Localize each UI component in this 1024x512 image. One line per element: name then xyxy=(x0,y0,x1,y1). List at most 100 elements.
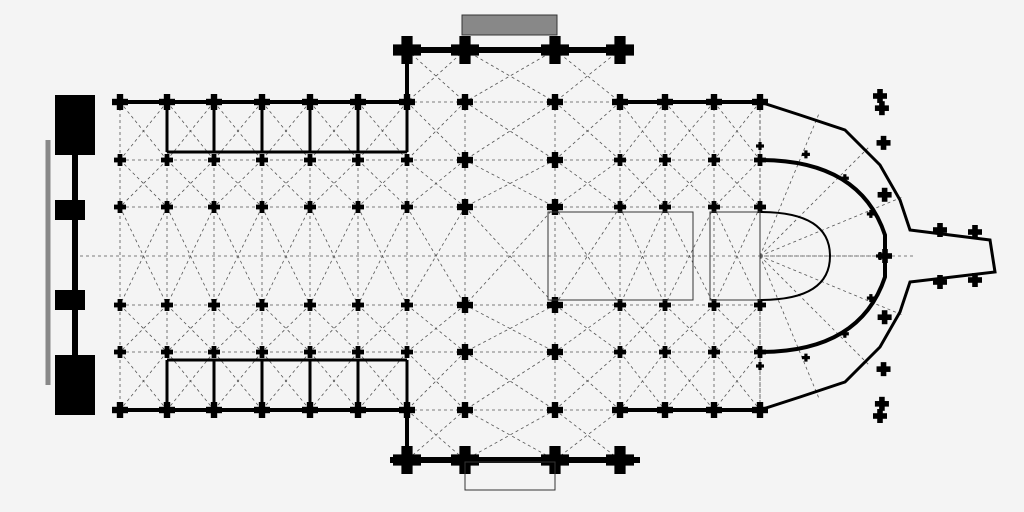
apse-column xyxy=(804,353,808,362)
pier xyxy=(551,152,559,168)
pier xyxy=(211,201,217,213)
pier xyxy=(551,344,559,360)
pier xyxy=(404,346,410,358)
chevet-outer xyxy=(759,100,997,412)
chevet-buttress xyxy=(879,101,885,116)
north-tower xyxy=(55,95,95,155)
rib xyxy=(464,49,556,103)
rib xyxy=(213,351,263,411)
pier xyxy=(164,154,170,166)
rib xyxy=(166,351,215,411)
north-porch xyxy=(461,14,558,36)
pier xyxy=(404,201,410,213)
rib xyxy=(406,304,466,353)
pier xyxy=(259,201,265,213)
pier xyxy=(307,346,313,358)
rib xyxy=(261,101,311,161)
buttress-pier xyxy=(710,402,718,418)
buttress-pier xyxy=(210,402,218,418)
buttress-pier xyxy=(116,94,124,110)
buttress-pier xyxy=(354,94,362,110)
transept-buttress xyxy=(401,36,413,64)
buttress-pier xyxy=(258,94,266,110)
rib xyxy=(213,101,263,161)
chevet-buttress xyxy=(879,396,885,411)
pier xyxy=(757,154,763,166)
rib xyxy=(554,159,621,208)
buttress-pier xyxy=(461,402,469,418)
chevet-buttress xyxy=(881,310,888,325)
buttress-pier xyxy=(551,94,559,110)
buttress-pier xyxy=(306,402,314,418)
rib xyxy=(357,304,408,353)
rib xyxy=(713,351,761,411)
axial-chapel-buttress xyxy=(937,223,943,237)
buttress-pier xyxy=(403,402,411,418)
rib xyxy=(261,304,311,353)
buttress-pier xyxy=(551,402,559,418)
rib xyxy=(119,101,168,161)
rib xyxy=(464,206,556,306)
buttress-pier xyxy=(661,402,669,418)
transept-buttress xyxy=(549,446,561,474)
rib xyxy=(713,304,761,353)
pier xyxy=(662,346,668,358)
rib xyxy=(166,101,215,161)
pier xyxy=(307,201,313,213)
rib xyxy=(619,304,666,353)
pier xyxy=(617,201,623,213)
rib xyxy=(406,49,466,103)
rib xyxy=(309,304,359,353)
axial-chapel-buttress xyxy=(972,273,978,287)
rib xyxy=(554,304,621,353)
rib xyxy=(664,101,715,161)
buttress-pier xyxy=(756,402,764,418)
pier xyxy=(662,299,668,311)
rib xyxy=(309,101,359,161)
apse-rib xyxy=(759,146,870,257)
rib xyxy=(406,409,466,461)
pier xyxy=(461,152,469,168)
pier xyxy=(757,201,763,213)
apse-rib xyxy=(759,255,904,316)
piers xyxy=(55,36,982,474)
pier xyxy=(164,201,170,213)
pier xyxy=(164,346,170,358)
rib xyxy=(464,49,556,103)
pier xyxy=(461,199,469,215)
buttress-pier xyxy=(710,94,718,110)
pier xyxy=(551,199,559,215)
rib xyxy=(261,304,311,353)
pier xyxy=(404,299,410,311)
rib xyxy=(664,304,715,353)
sanctuary-screen xyxy=(759,211,832,301)
axial-chapel-buttress xyxy=(937,275,943,289)
rib xyxy=(713,159,761,208)
apse-column xyxy=(869,209,873,218)
apse-column xyxy=(869,294,873,303)
pier xyxy=(404,154,410,166)
rib xyxy=(166,304,215,353)
pier xyxy=(211,154,217,166)
pier xyxy=(355,346,361,358)
details xyxy=(461,14,761,491)
buttress-pier xyxy=(616,94,624,110)
facade-buttress xyxy=(55,290,85,310)
chevet-buttress xyxy=(880,362,887,377)
apse-column xyxy=(843,174,847,183)
rib xyxy=(554,101,621,161)
rib xyxy=(213,159,263,208)
rib xyxy=(664,159,715,208)
pier xyxy=(711,346,717,358)
buttress-pier xyxy=(258,402,266,418)
pier xyxy=(551,297,559,313)
rib xyxy=(166,159,215,208)
apse-column xyxy=(878,252,882,260)
rib xyxy=(664,159,715,208)
rib xyxy=(554,409,621,461)
pier xyxy=(259,346,265,358)
apse-column xyxy=(843,329,847,338)
pier xyxy=(117,201,123,213)
rib xyxy=(406,351,466,411)
apse-column xyxy=(758,362,762,370)
